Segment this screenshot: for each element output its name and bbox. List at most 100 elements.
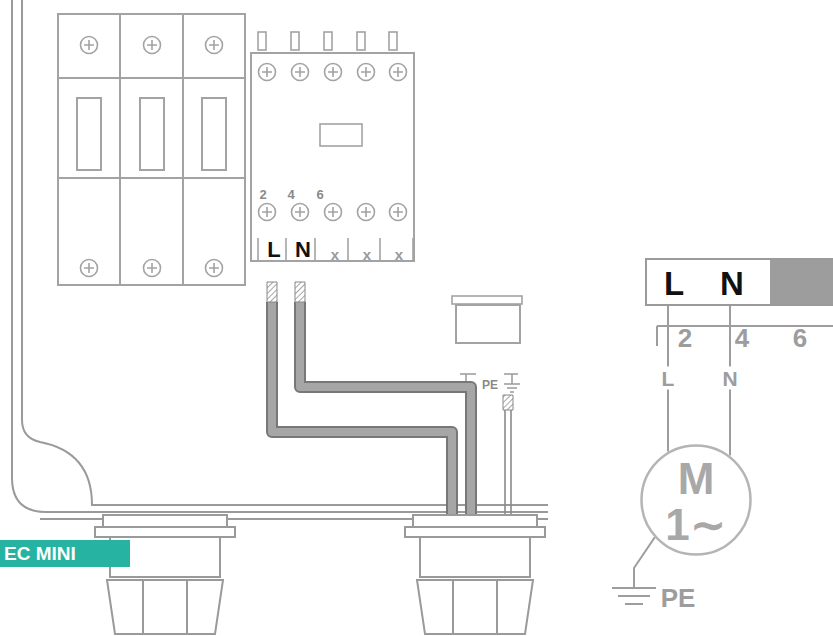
screw-head [81, 37, 98, 54]
screw [259, 204, 276, 221]
unused-terminal: x [363, 247, 371, 262]
cable-glands [95, 515, 545, 634]
motor-symbol: M1∼ [640, 444, 752, 556]
screw-head [144, 260, 161, 277]
motor-phase: 1∼ [665, 503, 726, 547]
cable-gland [95, 515, 235, 634]
earth-wire [634, 537, 655, 588]
screw-slot [209, 40, 219, 50]
screw-head [390, 64, 407, 81]
screw [292, 64, 309, 81]
earth-symbol [612, 588, 656, 604]
stripped-tip [503, 395, 513, 410]
screw-slot [84, 40, 94, 50]
screw-slot [393, 67, 403, 77]
product-name: EC MINI [4, 544, 76, 563]
terminal-letter: L [664, 267, 684, 300]
contactor-tab [389, 32, 397, 50]
circuit-breaker [58, 14, 245, 285]
terminal-number: 2 [678, 325, 692, 351]
screw-head [259, 64, 276, 81]
screw [325, 64, 342, 81]
unused-cell [770, 260, 833, 304]
terminal-number: 4 [735, 325, 749, 351]
pe-terminal: PE [455, 304, 521, 344]
terminal-number: 6 [316, 188, 323, 201]
terminal-divider [314, 238, 316, 262]
screw-head [325, 204, 342, 221]
terminal-letter: L [267, 239, 280, 261]
screw [292, 204, 309, 221]
screw-slot [147, 263, 157, 273]
screw [325, 204, 342, 221]
terminal-divider [347, 238, 349, 262]
ground-bracket [460, 373, 518, 375]
earth-label: PE [661, 585, 696, 611]
terminal-divider [257, 238, 259, 262]
terminal-divider [379, 238, 381, 262]
screw [390, 204, 407, 221]
stripped-tip [295, 282, 305, 302]
terminal-top [452, 296, 522, 304]
screw-head [259, 204, 276, 221]
contactor-window [320, 124, 362, 146]
screw [206, 260, 223, 277]
terminal-number: 6 [793, 325, 807, 351]
product-tag: EC MINI [0, 540, 130, 567]
gland-body [420, 537, 530, 577]
terminal-number: 2 [259, 188, 266, 201]
screw-slot [147, 40, 157, 50]
screw [144, 37, 161, 54]
contactor-tab [258, 32, 266, 50]
unused-terminal: x [395, 247, 403, 262]
screw-head [292, 204, 309, 221]
gland-flange [95, 527, 235, 537]
contactor-tab [291, 32, 299, 50]
pe-wire [505, 410, 511, 515]
schematic-lines [612, 326, 833, 604]
screw [144, 260, 161, 277]
gland-top [103, 515, 227, 527]
screw-head [206, 37, 223, 54]
motor-letter: M [678, 457, 715, 501]
contactor-tab [357, 32, 365, 50]
screw-head [390, 204, 407, 221]
screw-slot [262, 67, 272, 77]
gland-nut [107, 580, 223, 634]
terminal-letter: N [295, 239, 311, 261]
screw [358, 64, 375, 81]
screw-slot [361, 67, 371, 77]
ground-symbol [504, 374, 520, 392]
screw-slot [84, 263, 94, 273]
screw-head [292, 64, 309, 81]
breaker-toggle [77, 98, 101, 170]
screw [259, 64, 276, 81]
screw-slot [393, 207, 403, 217]
terminal-letter: N [720, 267, 744, 300]
screw-head [144, 37, 161, 54]
gland-nut [417, 580, 533, 634]
screw-head [325, 64, 342, 81]
gland-flange [405, 527, 545, 537]
terminal-strip: LN [645, 258, 833, 306]
cable-gland [405, 515, 545, 634]
screw [81, 37, 98, 54]
unused-terminal: x [331, 247, 339, 262]
screw-group [81, 37, 509, 327]
contactor-tab [324, 32, 332, 50]
screw [390, 64, 407, 81]
terminal-number: 4 [287, 188, 294, 201]
wire-label: L [659, 367, 678, 390]
screw-head [358, 64, 375, 81]
gland-top [413, 515, 537, 527]
screw-slot [361, 207, 371, 217]
motor-circle [642, 446, 751, 555]
screw-slot [262, 207, 272, 217]
breaker-toggle [202, 98, 226, 170]
gland-nut-facet [453, 580, 497, 634]
cable-n-core [300, 302, 471, 515]
wire-label: N [719, 367, 740, 390]
contactor-tabs [258, 32, 522, 304]
screw [358, 204, 375, 221]
gland-nut-facet [143, 580, 187, 634]
